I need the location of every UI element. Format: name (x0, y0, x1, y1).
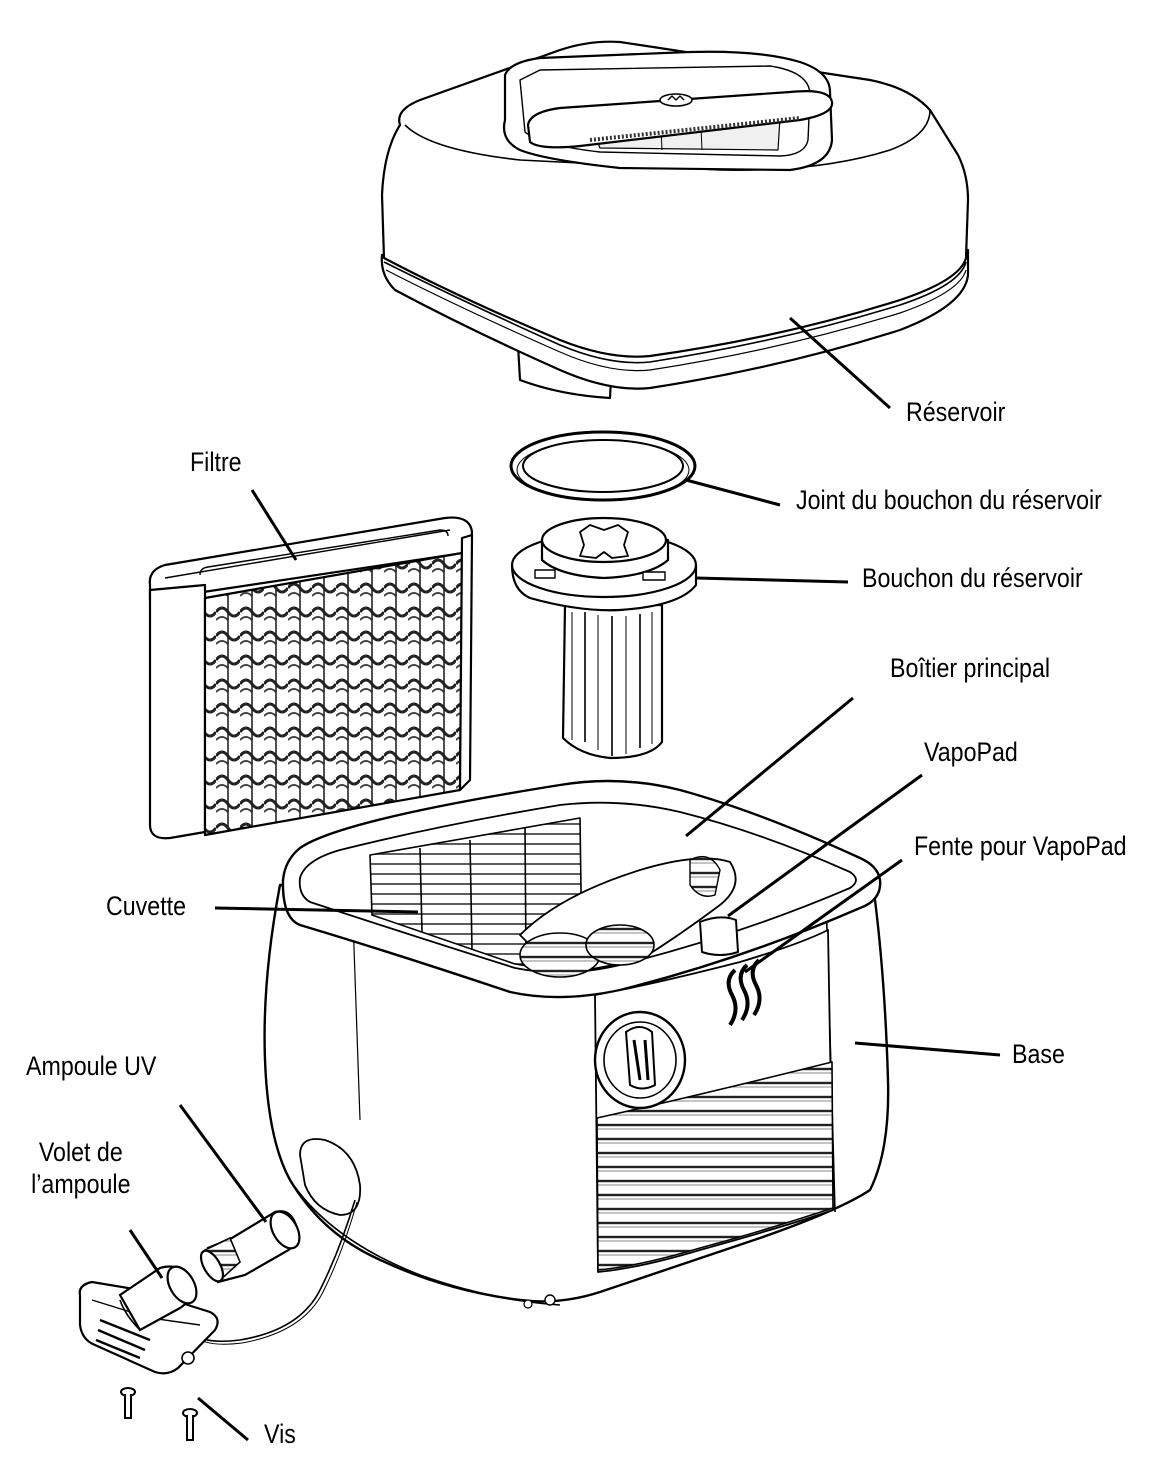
leader-vapopad (727, 773, 923, 918)
label-vapopad: VapoPad (924, 737, 1018, 767)
label-vis: Vis (264, 1419, 296, 1449)
leader-ampoule-uv (178, 1104, 268, 1223)
uv-wire-inner (191, 1201, 358, 1345)
joint-part (509, 430, 697, 502)
base-part (263, 779, 890, 1309)
label-cuvette: Cuvette (106, 891, 187, 921)
leader-reservoir (788, 316, 892, 410)
filtre-part (148, 516, 474, 840)
label-reservoir: Réservoir (906, 397, 1006, 427)
label-fente: Fente pour VapoPad (914, 831, 1127, 861)
label-volet-line1: Volet de (38, 1137, 123, 1167)
leader-cuvette (214, 906, 419, 914)
leader-volet (128, 1229, 164, 1279)
label-volet: Volet de l’ampoule (12, 1136, 150, 1200)
bouchon-part (510, 516, 698, 760)
leader-bouchon (695, 576, 849, 584)
reservoir-part (380, 40, 970, 400)
label-filtre: Filtre (190, 447, 242, 477)
leader-joint (685, 478, 781, 507)
label-bouchon: Bouchon du réservoir (862, 563, 1083, 593)
leader-filtre (250, 489, 298, 561)
vis-part (120, 1387, 198, 1441)
leader-vis (197, 1396, 249, 1442)
ampoule-uv-part (199, 1210, 301, 1284)
label-volet-line2: l’ampoule (31, 1169, 131, 1199)
leader-boitier (685, 696, 854, 838)
label-ampoule-uv: Ampoule UV (26, 1051, 157, 1081)
leader-lines (128, 316, 1001, 1442)
label-base: Base (1012, 1039, 1065, 1069)
volet-part (78, 1265, 219, 1375)
label-boitier: Boîtier principal (890, 653, 1051, 683)
leader-fente (744, 858, 903, 974)
leader-base (854, 1041, 1001, 1057)
label-joint: Joint du bouchon du réservoir (796, 485, 1102, 515)
uv-wire (189, 1199, 356, 1343)
